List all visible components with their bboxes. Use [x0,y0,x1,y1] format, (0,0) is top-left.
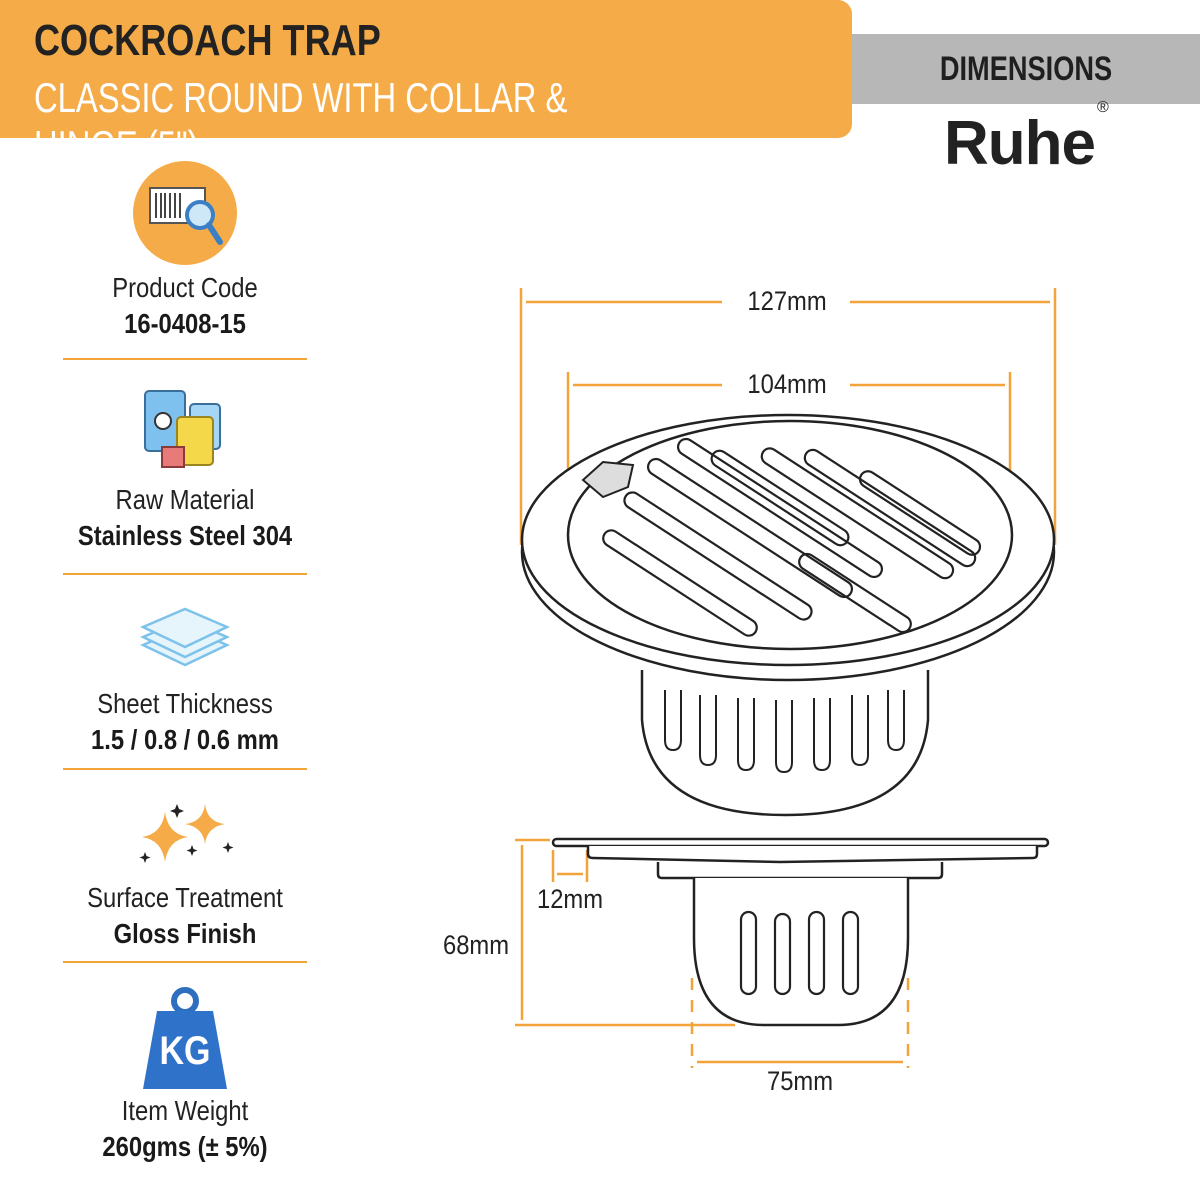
dim-outer-diameter: 127mm [747,286,827,316]
feature-label: Raw Material [115,484,255,515]
feature-sheet-thickness: Sheet Thickness 1.5 / 0.8 / 0.6 mm [40,578,330,756]
dim-body-diameter: 75mm [766,1066,834,1096]
dim-inner-diameter: 104mm [747,369,827,399]
feature-raw-material: Raw Material Stainless Steel 304 [40,374,330,552]
divider [63,961,307,963]
product-title: COCKROACH TRAP [34,16,381,65]
feature-value: 1.5 / 0.8 / 0.6 mm [91,724,279,755]
material-drums-icon [40,374,330,484]
feature-label: Surface Treatment [87,882,283,913]
feature-value: 260gms (± 5%) [102,1131,268,1162]
side-view [551,837,1050,1027]
registered-mark: ® [1097,99,1109,117]
divider [63,358,307,360]
top-view [520,413,1056,817]
feature-product-code: Product Code 16-0408-15 [40,158,330,340]
brand-name: Ruhe [944,109,1096,178]
product-subtitle: CLASSIC ROUND WITH COLLAR & HINGE (5") [34,74,568,169]
weight-kg-text: KG [159,1029,211,1073]
header-banner: COCKROACH TRAP CLASSIC ROUND WITH COLLAR… [0,0,852,169]
dim-height: 68mm [442,930,510,960]
dim-collar: 12mm [536,884,604,914]
brand-logo: Ruhe® [944,99,1109,179]
section-band: DIMENSIONS [852,34,1200,104]
feature-value: Stainless Steel 304 [77,520,293,551]
feature-label: Product Code [112,272,258,303]
section-title: DIMENSIONS [939,50,1113,88]
sparkle-icon [40,772,330,882]
weight-kg-icon: KG [40,985,330,1095]
feature-value: 16-0408-15 [124,308,246,339]
feature-value: Gloss Finish [113,918,257,949]
feature-label: Item Weight [121,1095,249,1126]
barcode-search-icon [40,158,330,268]
dimension-lines [515,288,1057,1068]
divider [63,768,307,770]
divider [63,573,307,575]
feature-label: Sheet Thickness [97,688,273,719]
layered-sheets-icon [40,578,330,688]
feature-surface-treatment: Surface Treatment Gloss Finish [40,772,330,950]
feature-item-weight: KG Item Weight 260gms (± 5%) [40,985,330,1163]
